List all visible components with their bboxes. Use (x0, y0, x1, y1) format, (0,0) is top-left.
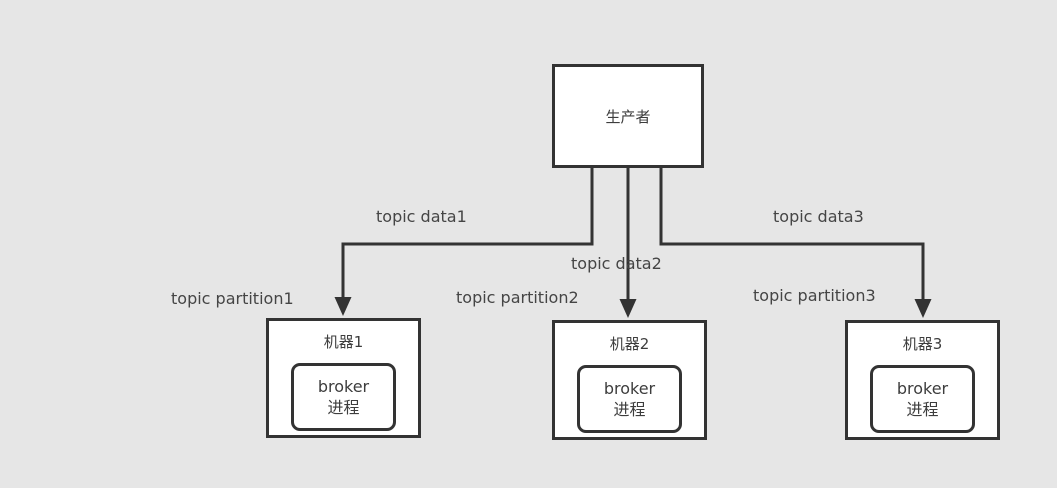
broker-label-line1: broker (896, 379, 949, 398)
broker-box-1: broker 进程 (291, 363, 396, 431)
arrowhead-machine2 (619, 299, 637, 318)
producer-box: 生产者 (552, 64, 704, 168)
edge-label-topic-data2: topic data2 (571, 254, 662, 273)
broker-label-line2: 进程 (613, 400, 646, 419)
machine-box-1: 机器1 broker 进程 (266, 318, 421, 438)
broker-label-line1: broker (603, 379, 656, 398)
broker-box-3: broker 进程 (870, 365, 975, 433)
machine-title-2: 机器2 (609, 335, 650, 353)
machine-box-2: 机器2 broker 进程 (552, 320, 707, 440)
edge-label-topic-data1: topic data1 (376, 207, 467, 226)
connector-producer-machine1 (341, 168, 594, 300)
arrowhead-machine3 (914, 299, 932, 318)
partition-label-1: topic partition1 (171, 289, 294, 308)
machine-title-1: 机器1 (323, 333, 364, 351)
partition-label-3: topic partition3 (753, 286, 876, 305)
edge-label-topic-data3: topic data3 (773, 207, 864, 226)
arrowhead-machine1 (334, 297, 352, 316)
machine-title-3: 机器3 (902, 335, 943, 353)
broker-box-2: broker 进程 (577, 365, 682, 433)
partition-label-2: topic partition2 (456, 288, 579, 307)
machine-box-3: 机器3 broker 进程 (845, 320, 1000, 440)
broker-label-line2: 进程 (906, 400, 939, 419)
connector-producer-machine3 (659, 168, 925, 300)
broker-label-line2: 进程 (327, 398, 360, 417)
producer-label: 生产者 (605, 107, 651, 126)
broker-label-line1: broker (317, 377, 370, 396)
